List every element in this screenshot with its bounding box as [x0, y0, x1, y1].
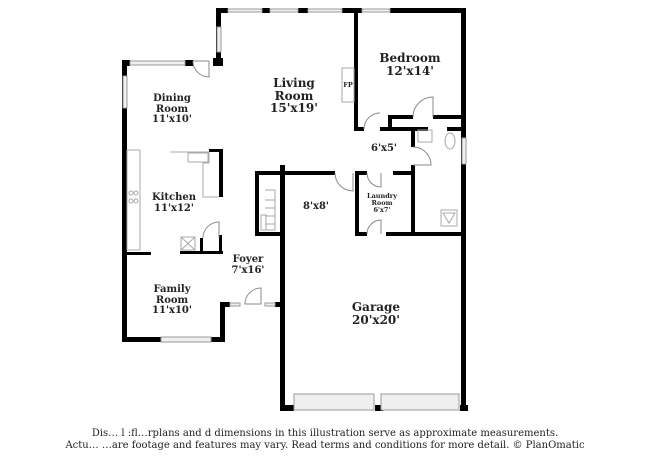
room-label-foyer: Foyer 7'x16': [231, 254, 265, 276]
disclaimer-line-1: Dis… l :fl…rplans and d dimensions in th…: [91, 428, 559, 439]
room-dimensions: 12'x14': [386, 63, 434, 78]
room-name: Room: [155, 294, 189, 306]
room-dimensions: 15'x19': [270, 101, 318, 116]
room-label-kitchen: Kitchen 11'x12': [151, 192, 197, 214]
room-name: Living: [273, 76, 315, 90]
windows: [122, 8, 467, 411]
room-name: Room: [371, 198, 393, 207]
room-label-living-room: Living Room 15'x19': [270, 77, 318, 115]
room-label-laundry-room: Laundry Room 6'x7': [367, 193, 397, 213]
room-name: Kitchen: [151, 192, 197, 203]
room-name: Family: [153, 284, 191, 295]
doors: [192, 60, 434, 305]
room-label-hall: 6'x5': [370, 143, 398, 155]
room-name: Garage: [351, 300, 401, 314]
room-name: Room: [274, 88, 314, 103]
room-label-dining-room: Dining Room 11'x10': [152, 93, 192, 126]
room-dimensions: 6'x7': [373, 205, 391, 214]
room-dimensions: 11'x10': [152, 305, 192, 316]
room-dimensions: 6'x5': [370, 143, 398, 154]
room-name: Dining: [153, 93, 191, 104]
room-dimensions: 20'x20': [352, 312, 400, 327]
fixtures: [126, 67, 458, 251]
room-dimensions: 11'x10': [152, 114, 192, 125]
room-label-den: 8'x8': [302, 201, 330, 213]
room-name: Laundry: [367, 192, 397, 200]
room-label-family-room: Family Room 11'x10': [152, 284, 192, 317]
disclaimer-line-2: Actu… …are footage and features may vary…: [65, 440, 585, 451]
room-dimensions: 8'x8': [302, 201, 330, 212]
fireplace-label: FP: [343, 81, 353, 89]
room-name: Foyer: [232, 254, 264, 265]
disclaimer: Dis… l :fl…rplans and d dimensions in th…: [0, 428, 650, 452]
room-label-bedroom: Bedroom 12'x14': [379, 52, 440, 77]
room-name: Bedroom: [379, 51, 441, 65]
interior-walls: [127, 10, 464, 255]
room-label-garage: Garage 20'x20': [352, 301, 400, 326]
room-dimensions: 11'x12': [154, 202, 194, 214]
room-dimensions: 7'x16': [231, 264, 265, 276]
room-name: Room: [155, 103, 189, 115]
